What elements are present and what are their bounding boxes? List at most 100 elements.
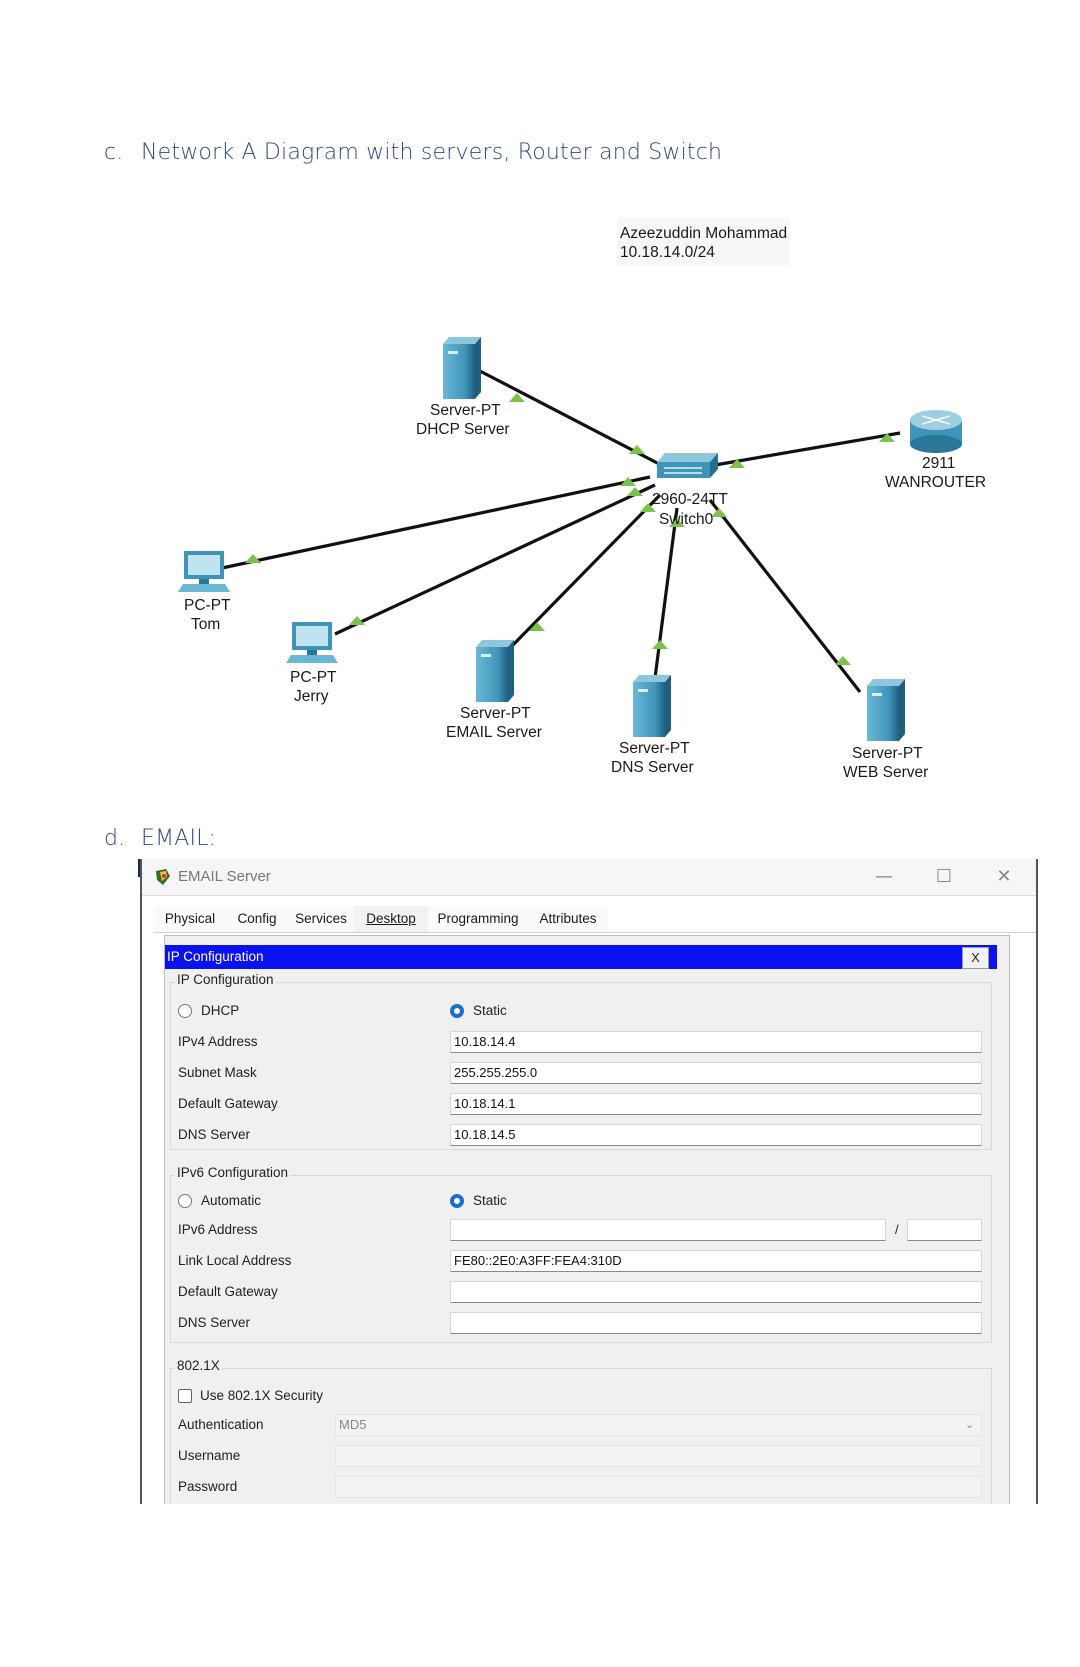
ip-configuration-bar-title: IP Configuration [167,949,264,964]
packet-tracer-icon [156,869,170,885]
link-light [640,503,656,512]
ipv6-static-radio-label: Static [473,1193,507,1208]
section-c-index: c. [104,140,124,165]
ipv6-static-radio[interactable] [450,1194,464,1208]
link-light [349,616,365,625]
dns-label-name: DNS Server [611,759,694,776]
link-light [620,477,636,486]
note-line2: 10.18.14.0/24 [620,244,715,261]
subnet-mask-label: Subnet Mask [178,1065,257,1080]
use-8021x-checkbox[interactable] [178,1389,192,1403]
close-window-button[interactable]: ✕ [996,866,1012,887]
ipv6-group [170,1175,992,1343]
link-light [245,554,261,563]
tab-bar: Physical Config Services Desktop Program… [154,906,1036,932]
link-lights [245,393,895,665]
window-titlebar[interactable]: EMAIL Server — ☐ ✕ [142,859,1036,896]
dhcp-label-type: Server-PT [430,402,501,419]
link-light [879,433,895,442]
maximize-button[interactable]: ☐ [935,866,953,887]
link-light [509,393,525,402]
ip-configuration-bar: IP Configuration X [165,945,997,969]
tom-label-type: PC-PT [184,597,231,614]
dhcp-radio[interactable] [178,1004,192,1018]
link-light [652,640,668,649]
tab-config[interactable]: Config [226,906,288,932]
ipv6-gateway-input[interactable] [450,1281,982,1303]
tom-label-name: Tom [191,616,220,633]
link-local-label: Link Local Address [178,1253,292,1268]
tab-attributes[interactable]: Attributes [528,906,608,932]
link-light [729,459,745,468]
section-d-heading: d. EMAIL: [104,826,216,851]
subnet-mask-input[interactable]: 255.255.255.0 [450,1062,982,1084]
ipv4-group [170,982,992,1150]
link-local-input[interactable]: FE80::2E0:A3FF:FEA4:310D [450,1250,982,1272]
link-light [669,518,685,527]
default-gateway-label: Default Gateway [178,1096,278,1111]
tab-programming[interactable]: Programming [428,906,528,932]
web-label-type: Server-PT [852,745,923,762]
tab-divider [154,932,1036,933]
static-radio[interactable] [450,1004,464,1018]
link-light [629,445,645,454]
dot1x-group-title: 802.1X [175,1358,222,1373]
dhcp-server-icon [443,337,481,399]
tab-desktop[interactable]: Desktop [354,906,428,932]
web-label-name: WEB Server [843,764,928,781]
link-web [708,499,862,693]
tab-services[interactable]: Services [288,906,354,932]
password-label: Password [178,1479,238,1494]
link-light [711,508,727,517]
note-box [617,218,789,266]
section-d-index: d. [104,826,126,851]
dns-server-label: DNS Server [178,1127,251,1142]
username-label: Username [178,1448,241,1463]
email-server-icon [476,640,514,702]
link-light [835,656,851,665]
link-light [529,622,545,631]
web-server-icon [867,679,905,741]
router-icon [910,410,962,453]
username-input[interactable] [335,1445,982,1467]
router-label-name: WANROUTER [885,474,986,491]
authentication-label: Authentication [178,1417,264,1432]
switch-label-model: 2960-24TT [652,491,728,508]
ipv4-address-label: IPv4 Address [178,1034,258,1049]
dns-server-icon [633,675,671,737]
dhcp-radio-label: DHCP [201,1003,240,1018]
default-gateway-input[interactable]: 10.18.14.1 [450,1093,982,1115]
dns-label-type: Server-PT [619,740,690,757]
ipv4-address-input[interactable]: 10.18.14.4 [450,1031,982,1053]
ipv6-address-label: IPv6 Address [178,1222,258,1237]
section-c-title: Network A Diagram with servers, Router a… [141,140,723,165]
section-d-title: EMAIL: [141,826,217,851]
note-line1: Azeezuddin Mohammad [620,225,787,242]
window-title: EMAIL Server [178,868,271,885]
ipv6-prefix-input[interactable] [907,1219,982,1241]
authentication-select[interactable]: MD5 [335,1414,982,1436]
ipv6-address-input[interactable] [450,1219,886,1241]
ip-config-close-button[interactable]: X [962,947,989,969]
ipv6-gateway-label: Default Gateway [178,1284,278,1299]
pc-jerry-icon [286,622,338,663]
password-input[interactable] [335,1476,982,1498]
link-light [627,487,643,496]
automatic-radio[interactable] [178,1194,192,1208]
chevron-down-icon: ⌄ [965,1419,975,1431]
network-diagram: Azeezuddin Mohammad 10.18.14.0/24 2960-2… [178,218,986,781]
jerry-label-type: PC-PT [290,669,337,686]
minimize-button[interactable]: — [875,866,893,887]
switch-icon [657,453,718,478]
section-c-heading: c. Network A Diagram with servers, Router… [104,140,722,165]
dhcp-label-name: DHCP Server [416,421,510,438]
prefix-separator: / [895,1222,899,1237]
ipv6-group-title: IPv6 Configuration [175,1165,291,1180]
dns-server-input[interactable]: 10.18.14.5 [450,1124,982,1146]
tab-physical[interactable]: Physical [154,906,226,932]
ipv6-dns-label: DNS Server [178,1315,251,1330]
email-label-name: EMAIL Server [446,724,542,741]
email-label-type: Server-PT [460,705,531,722]
switch-label-name: Switch0 [659,511,714,528]
ipv6-dns-input[interactable] [450,1312,982,1334]
